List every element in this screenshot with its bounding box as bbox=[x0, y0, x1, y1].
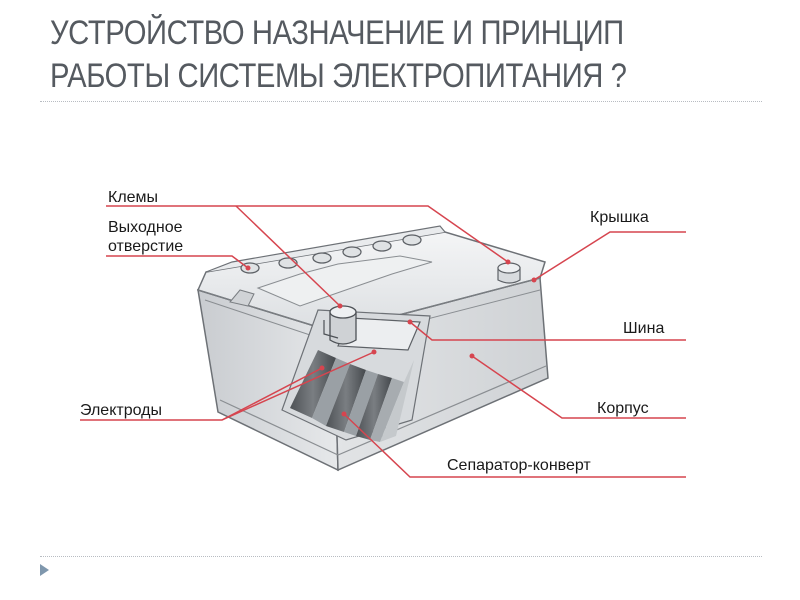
electrode-plates bbox=[290, 350, 414, 442]
slide-title-line-1: УСТРОЙСТВО НАЗНАЧЕНИЕ И ПРИНЦИП bbox=[50, 14, 624, 52]
leader-electrodes-2 bbox=[221, 351, 375, 421]
label-lid: Крышка bbox=[590, 209, 649, 226]
leader-separator bbox=[343, 413, 686, 478]
leader-terminals-2 bbox=[235, 205, 341, 307]
leader-outlet bbox=[106, 255, 249, 269]
leader-dots bbox=[245, 259, 537, 417]
terminal-post-left bbox=[323, 305, 357, 345]
leader-case bbox=[471, 355, 686, 419]
label-electrodes: Электроды bbox=[80, 402, 162, 419]
label-bus: Шина bbox=[623, 320, 664, 337]
footer-divider bbox=[40, 556, 762, 557]
leader-lid bbox=[533, 231, 686, 281]
slide-title-line-2: РАБОТЫ СИСТЕМЫ ЭЛЕКТРОПИТАНИЯ ? bbox=[50, 57, 627, 95]
label-separator: Сепаратор-конверт bbox=[447, 457, 591, 474]
battery-cutaway bbox=[281, 305, 431, 442]
leader-lines bbox=[80, 205, 686, 478]
label-outlet-line-1: Выходное bbox=[108, 219, 183, 236]
title-divider bbox=[40, 101, 762, 102]
label-case: Корпус bbox=[597, 400, 649, 417]
terminal-post-right bbox=[497, 262, 521, 284]
bullet-arrow-icon bbox=[40, 564, 49, 576]
leader-bus bbox=[409, 321, 686, 341]
label-terminals: Клемы bbox=[108, 189, 158, 206]
slide-title: УСТРОЙСТВО НАЗНАЧЕНИЕ И ПРИНЦИП РАБОТЫ С… bbox=[50, 12, 652, 98]
leader-terminals bbox=[106, 205, 509, 263]
label-outlet-line-2: отверстие bbox=[108, 238, 183, 255]
